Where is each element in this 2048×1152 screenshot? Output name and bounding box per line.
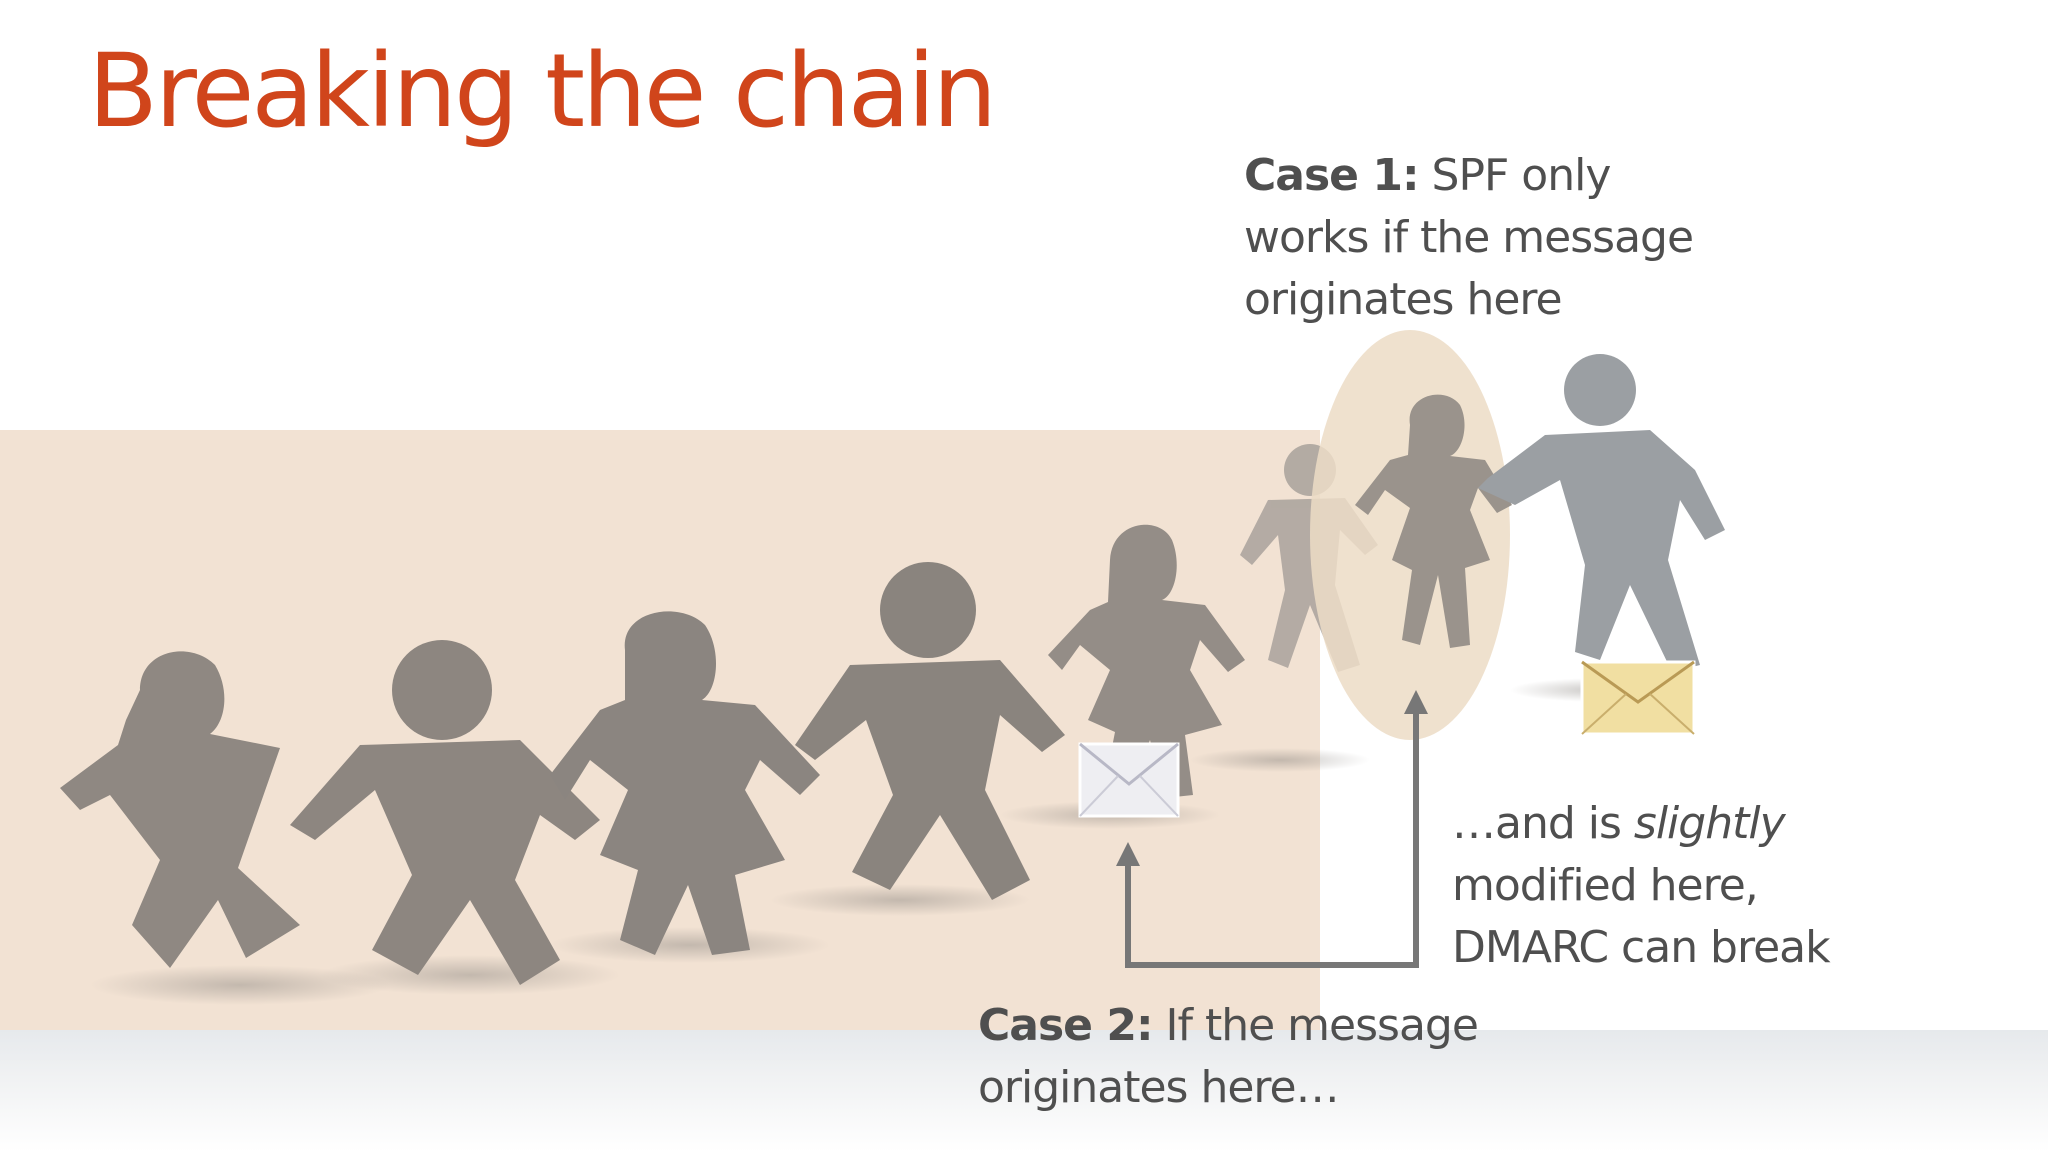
case-2-text-line-2: originates here… <box>978 1062 1340 1113</box>
case-1-text-line-1: SPF only <box>1418 150 1612 201</box>
paper-figure-boy-2 <box>290 640 600 985</box>
envelope-icon <box>1580 660 1696 736</box>
case-1-text-line-3: originates here <box>1244 274 1563 325</box>
modified-emphasis: slightly <box>1633 798 1786 849</box>
paper-figure-boy-4 <box>795 562 1065 900</box>
case-1-text-line-2: works if the message <box>1244 212 1694 263</box>
case-1-callout: Case 1: SPF only works if the message or… <box>1244 145 1764 331</box>
modified-callout: …and is slightly modified here, DMARC ca… <box>1452 793 1972 979</box>
paper-figure-girl-7 <box>1355 394 1512 648</box>
slide-title: Breaking the chain <box>88 32 997 151</box>
modified-line-2: modified here, <box>1452 860 1759 911</box>
case-2-callout: Case 2: If the message originates here… <box>978 995 1538 1119</box>
case-2-label: Case 2: <box>978 1000 1154 1051</box>
paper-figure-girl-5 <box>1048 524 1245 798</box>
case-2-text-line-1: If the message <box>1152 1000 1479 1051</box>
connector-arrows <box>1116 690 1428 968</box>
arrow-up-icon <box>1116 842 1140 866</box>
modified-prefix: …and is <box>1452 798 1634 849</box>
floor-shadow <box>0 1030 2048 1152</box>
paper-figure-boy-8 <box>1478 354 1725 672</box>
paper-figure-girl-1 <box>60 651 300 968</box>
arrow-up-icon <box>1404 690 1428 714</box>
paper-figure-girl-3 <box>550 611 820 955</box>
case-1-label: Case 1: <box>1244 150 1420 201</box>
envelope-icon <box>1078 742 1180 818</box>
modified-line-3: DMARC can break <box>1452 922 1831 973</box>
